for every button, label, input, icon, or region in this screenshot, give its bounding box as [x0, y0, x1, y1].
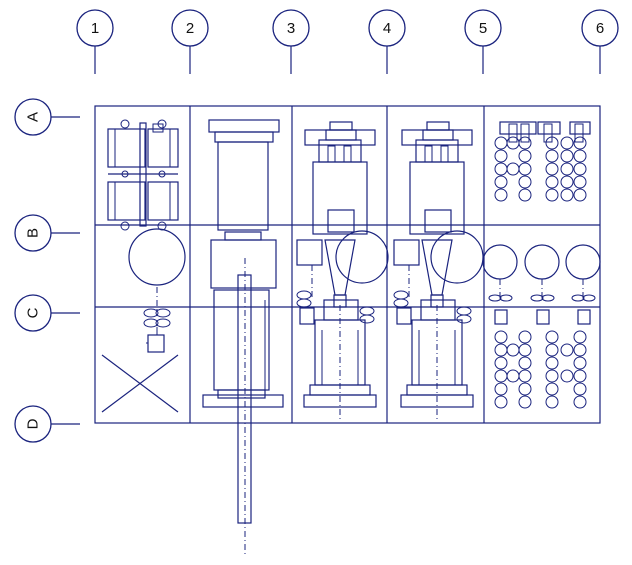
bay-3-equipment	[296, 121, 389, 420]
column-label-5: 5	[479, 20, 487, 37]
column-bubble-5: 5	[464, 9, 502, 74]
mixer-circle	[430, 230, 484, 284]
column-bubbles: 1 2 3 4 5 6	[76, 9, 619, 74]
bottle-cluster-top	[494, 136, 587, 202]
row-label-c: C	[25, 307, 42, 318]
column-bubble-2: 2	[171, 9, 209, 74]
bay-4-equipment	[393, 121, 484, 420]
row-label-d: D	[25, 418, 42, 429]
void-cross	[101, 354, 179, 413]
column-bubble-1: 1	[76, 9, 114, 74]
column-bubble-4: 4	[368, 9, 406, 74]
row-bubble-b: B	[14, 214, 80, 252]
column-label-6: 6	[596, 20, 604, 37]
column-bubble-3: 3	[272, 9, 310, 74]
mixer-circle	[335, 230, 389, 284]
tank-circle	[128, 228, 186, 286]
column-label-3: 3	[287, 20, 295, 37]
twin-press-unit	[107, 119, 179, 231]
row-bubble-a: A	[14, 98, 80, 136]
column-label-1: 1	[91, 20, 99, 37]
column-bubble-6: 6	[581, 9, 619, 74]
row-bubbles: A B C D	[14, 98, 80, 443]
column-label-2: 2	[186, 20, 194, 37]
column-label-4: 4	[383, 20, 391, 37]
bay-5-6-equipment	[482, 121, 601, 409]
row-label-a: A	[25, 112, 42, 122]
motor-unit	[143, 308, 171, 353]
bay-2-equipment	[202, 119, 284, 556]
row-bubble-c: C	[14, 294, 80, 332]
bay-1-equipment	[101, 119, 186, 413]
row-bubble-d: D	[14, 405, 80, 443]
layout-grid	[94, 105, 601, 424]
row-label-b: B	[25, 228, 42, 238]
bottle-cluster-bottom	[494, 330, 587, 409]
